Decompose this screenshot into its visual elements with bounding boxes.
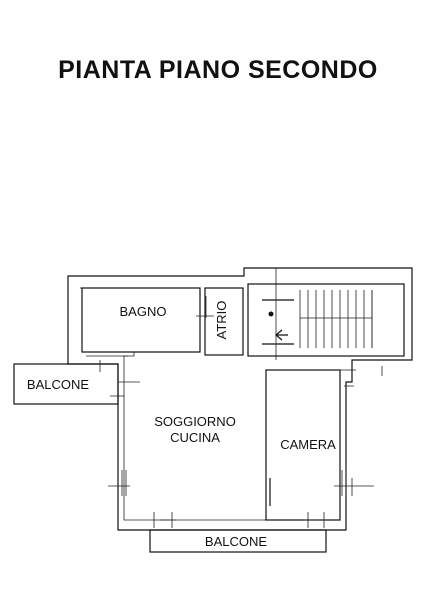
bagno-room: [81, 287, 201, 353]
label-balcone-left: BALCONE: [27, 377, 89, 392]
stair-dot: [268, 311, 274, 317]
stair-arrow-icon: [275, 329, 288, 341]
balcone-bottom: [149, 529, 327, 553]
label-balcone-bottom: BALCONE: [205, 534, 267, 549]
window-markers: [99, 360, 383, 521]
plan-title: PIANTA PIANO SECONDO: [58, 56, 378, 84]
stair-steps: [299, 290, 373, 348]
label-cucina: CUCINA: [170, 430, 220, 445]
label-soggiorno: SOGGIORNO: [154, 414, 236, 429]
stair-block: [247, 283, 405, 357]
label-atrio: ATRIO: [214, 301, 229, 340]
balcone-left: [13, 363, 119, 405]
label-bagno: BAGNO: [120, 304, 167, 319]
label-camera: CAMERA: [280, 437, 336, 452]
camera-partition: [265, 369, 341, 521]
atrio-dashed-boundary: [204, 333, 243, 356]
